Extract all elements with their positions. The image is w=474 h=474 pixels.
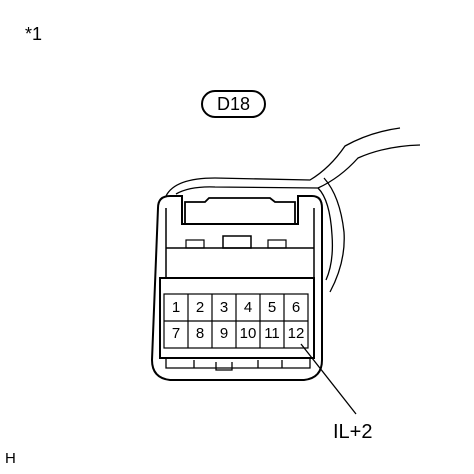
pin-5: 5 bbox=[267, 299, 277, 316]
latch-tab bbox=[222, 235, 252, 249]
leader-line bbox=[300, 343, 357, 415]
pin-1: 1 bbox=[171, 299, 181, 316]
pin-7: 7 bbox=[171, 325, 181, 342]
latch-notch-right bbox=[267, 239, 287, 249]
terminal-label: IL+2 bbox=[333, 421, 373, 443]
pin-8: 8 bbox=[195, 325, 205, 342]
wire-harness bbox=[165, 127, 421, 293]
connector-id-badge: D18 bbox=[201, 90, 266, 118]
pin-3: 3 bbox=[219, 299, 229, 316]
pin-6: 6 bbox=[291, 299, 301, 316]
pin-4: 4 bbox=[243, 299, 253, 316]
pin-11: 11 bbox=[264, 325, 280, 342]
pin-2: 2 bbox=[195, 299, 205, 316]
pin-12: 12 bbox=[287, 325, 305, 342]
pin-9: 9 bbox=[219, 325, 229, 342]
pin-10: 10 bbox=[239, 325, 257, 342]
note-marker: *1 bbox=[25, 24, 43, 44]
latch-notch-left bbox=[185, 239, 205, 249]
connector-bottom-keys bbox=[165, 358, 311, 371]
connector-latch bbox=[184, 197, 296, 224]
footer-letter: H bbox=[5, 450, 16, 467]
